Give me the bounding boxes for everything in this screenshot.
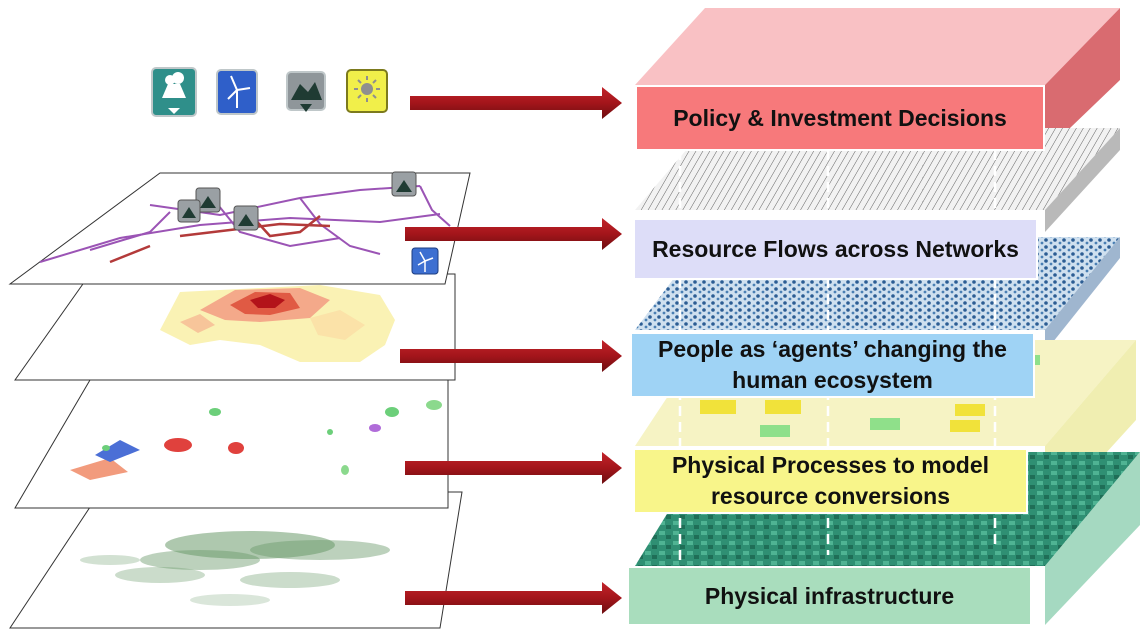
arrow-to-agents: [400, 340, 622, 372]
layer-label-infra: Physical infrastructure: [627, 566, 1032, 626]
top-icon-row: [151, 67, 388, 117]
layer-label-flows: Resource Flows across Networks: [633, 218, 1038, 280]
map-plane-agents: [14, 273, 456, 381]
agents-label-text: People as ‘agents’ changing the human ec…: [658, 336, 1007, 393]
arrow-to-flows: [405, 218, 622, 250]
coal-marker-icon: [195, 187, 221, 213]
layer-label-policy: Policy & Investment Decisions: [635, 85, 1045, 151]
flows-label-text: Resource Flows across Networks: [652, 235, 1019, 262]
power-plant-icon: [151, 67, 197, 117]
layer-label-physical: Physical Processes to model resource con…: [633, 448, 1028, 514]
coal-marker-icon: [233, 205, 259, 231]
policy-block: [635, 8, 1120, 152]
map-plane-processes: [14, 379, 449, 509]
coal-marker-icon: [391, 171, 417, 197]
infra-label-text: Physical infrastructure: [704, 582, 955, 609]
policy-label-text: Policy & Investment Decisions: [673, 104, 1007, 131]
coal-marker-icon: [177, 199, 201, 223]
map-plane-infrastructure: [9, 491, 463, 629]
wind-marker-icon: [411, 247, 439, 275]
connecting-arrows: [400, 87, 622, 614]
physical-label-text: Physical Processes to model resource con…: [671, 452, 990, 509]
coal-pile-icon: [286, 71, 326, 112]
layer-label-agents: People as ‘agents’ changing the human ec…: [630, 332, 1035, 398]
arrow-to-infra: [405, 582, 622, 614]
arrow-to-policy: [410, 87, 622, 119]
arrow-to-physical: [405, 452, 622, 484]
wind-turbine-icon: [216, 69, 258, 115]
solar-icon: [346, 69, 388, 113]
map-markers: [177, 171, 439, 275]
